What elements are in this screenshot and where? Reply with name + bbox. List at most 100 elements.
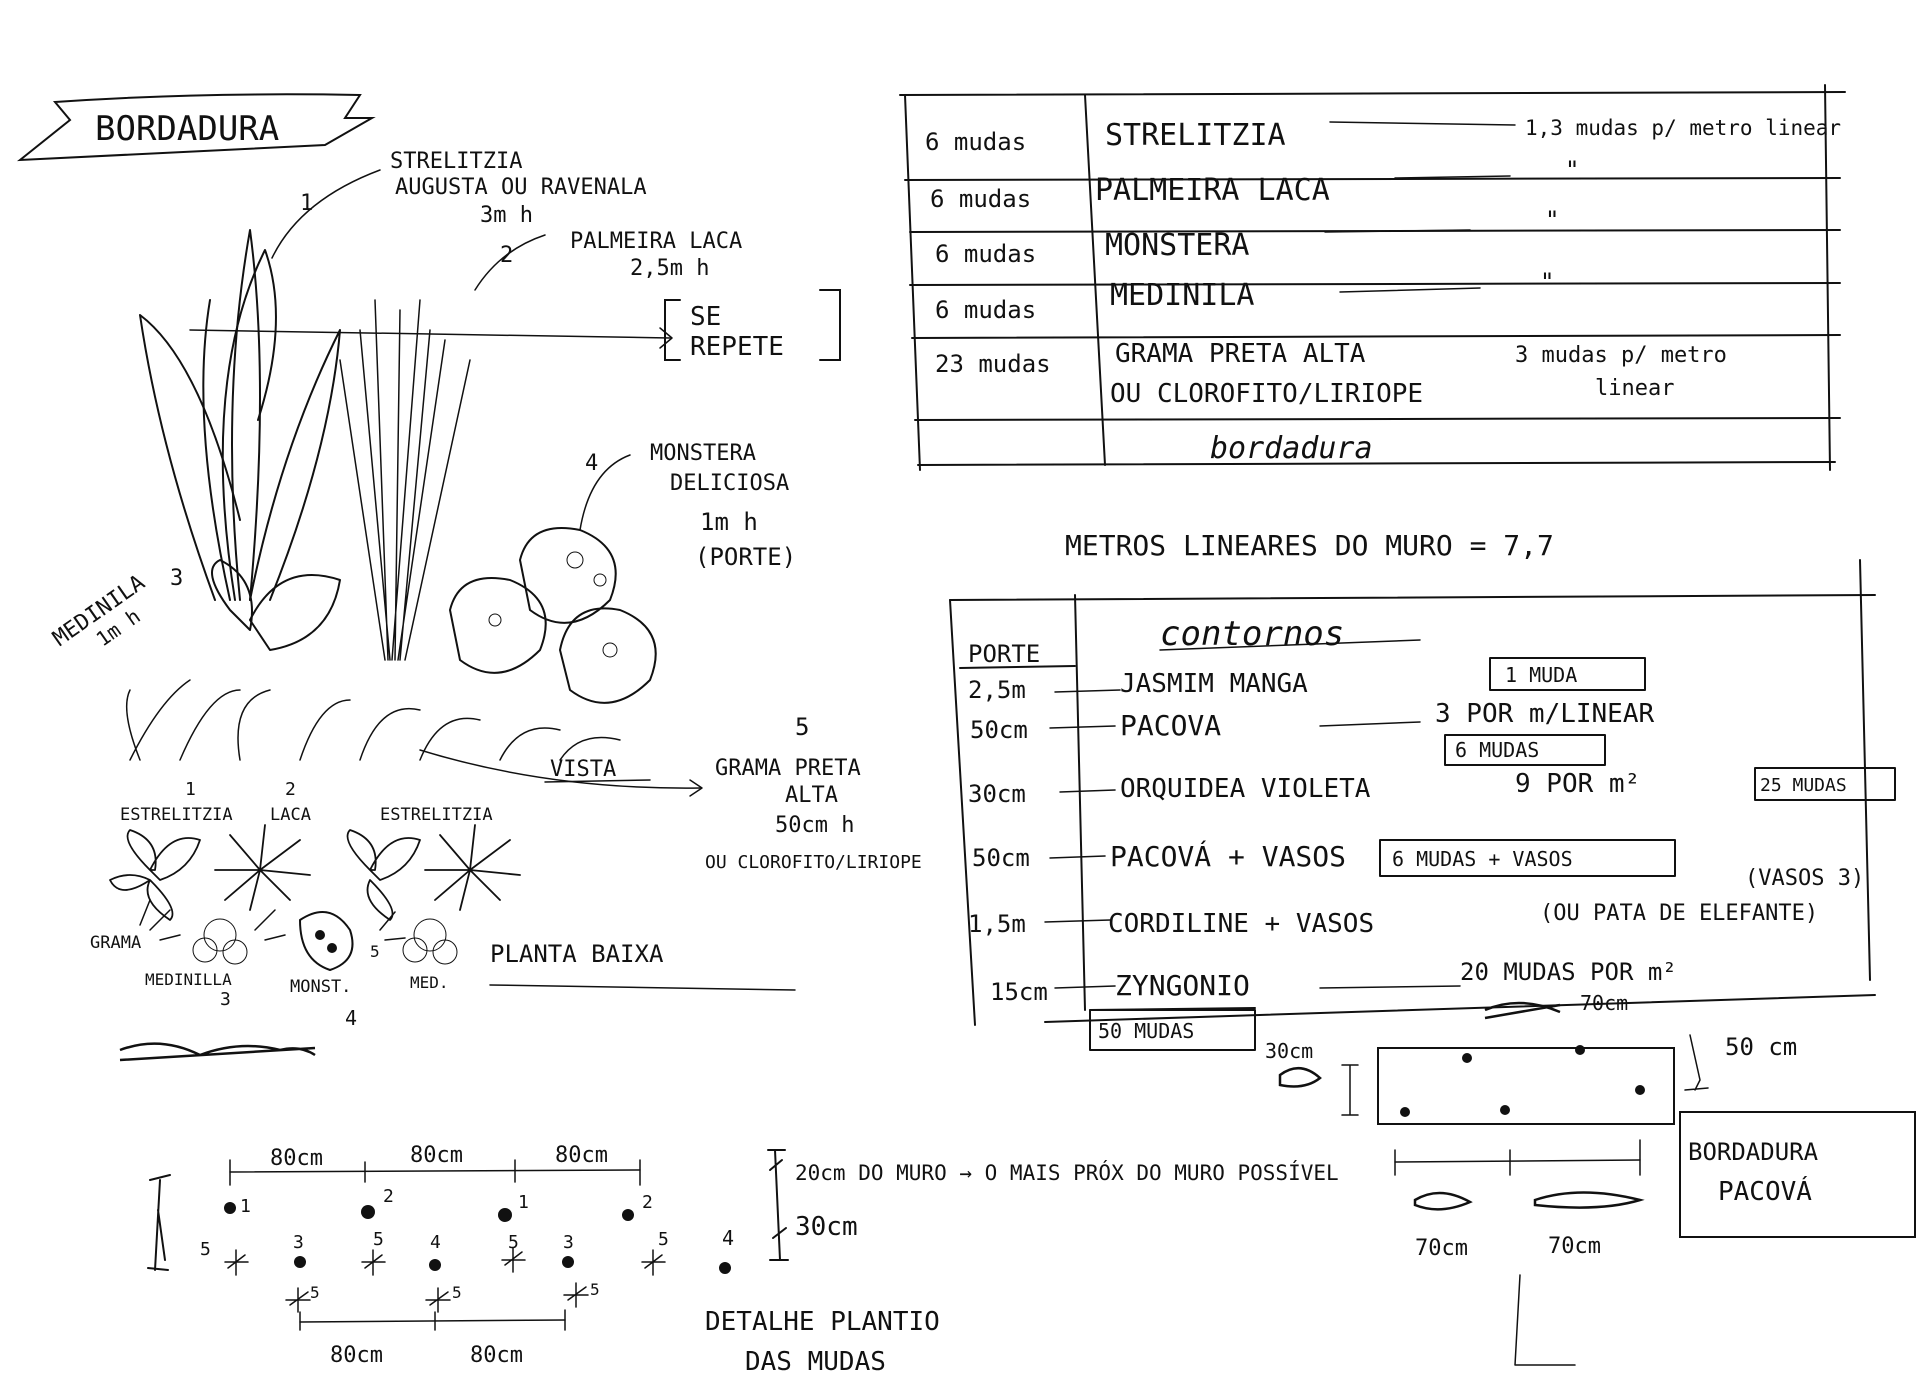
strelitzia-label-line2: AUGUSTA OU RAVENALA [395, 175, 647, 200]
t1-row2-plant: PALMEIRA LACA [1095, 173, 1330, 208]
strelitzia-label-line3: 3m h [480, 203, 533, 228]
t1-row5-rate2: linear [1595, 376, 1674, 401]
t2-row2-plant: PACOVA [1120, 709, 1221, 742]
t2-row5-porte: 1,5m [968, 910, 1026, 938]
monstera-label-line3: 1m h [700, 508, 758, 536]
table-contornos [949, 559, 1876, 1026]
crossed-out-text [119, 1042, 316, 1062]
plan-label-five: 5 [370, 942, 380, 961]
t1-row2-qty: 6 mudas [930, 185, 1031, 213]
se-repete-bracket [664, 289, 841, 361]
t1-row5-rate: 3 mudas p/ metro [1515, 343, 1727, 368]
t1-row4-rate: " [1540, 268, 1554, 296]
plan-label-estrelitzia-1: ESTRELITZIA [120, 805, 233, 825]
plan-label-2-num: 2 [285, 779, 296, 800]
planting-r1-3: 1 [518, 1192, 529, 1213]
plan-label-medinila: MEDINILLA [145, 970, 232, 989]
planting-dim-bottom-2: 80cm [470, 1343, 523, 1368]
strelitzia-label-line1: STRELITZIA [390, 149, 522, 174]
grama-label-line2: ALTA [785, 783, 838, 808]
grama-label-line3: 50cm h [775, 813, 854, 838]
planting-r2-4: 4 [430, 1232, 441, 1253]
t2-row5-note: (OU PATA DE ELEFANTE) [1540, 901, 1818, 926]
t2-row4-porte: 50cm [972, 844, 1030, 872]
t1-row1-rate: 1,3 mudas p/ metro linear [1525, 116, 1841, 140]
t2-row2-porte: 50cm [970, 716, 1028, 744]
t2-row2-note: 3 POR m/LINEAR [1435, 699, 1654, 729]
plan-view-sketch [109, 824, 521, 971]
planting-note-2: 30cm [795, 1212, 858, 1242]
t1-row3-qty: 6 mudas [935, 240, 1036, 268]
t1-footer: bordadura [1210, 431, 1373, 466]
palmeira-number: 2 [500, 243, 513, 268]
planting-title-line2: DAS MUDAS [745, 1347, 886, 1377]
vista-label: VISTA [550, 757, 616, 782]
t1-row5-plant: GRAMA PRETA ALTA [1115, 339, 1366, 369]
planting-detail [147, 1149, 789, 1331]
planting-dim-top-2: 80cm [410, 1143, 463, 1168]
t1-row3-rate: " [1545, 206, 1559, 234]
se-repete-line2: REPETE [690, 332, 784, 362]
t2-row4-box: 6 MUDAS + VASOS [1392, 847, 1573, 871]
t2-row6-plant: ZYNGONIO [1115, 969, 1250, 1002]
palmeira-label-line2: 2,5m h [630, 256, 709, 281]
strelitzia-number: 1 [300, 191, 313, 216]
t2-row2-box: 6 MUDAS [1455, 738, 1539, 762]
planting-r2-2: 3 [293, 1232, 304, 1253]
detail-70cm-left: 70cm [1415, 1236, 1468, 1261]
plan-label-monst-num: 4 [345, 1006, 357, 1030]
detail-70cm-right: 70cm [1548, 1234, 1601, 1259]
plan-label-1-num: 1 [185, 779, 196, 800]
planting-r3-1: 5 [310, 1283, 320, 1302]
planting-r2-3: 5 [373, 1229, 384, 1250]
planting-r2-8: 4 [722, 1226, 734, 1250]
t1-row4-plant: MEDINILA [1110, 278, 1255, 313]
plan-label-estrelitzia-2: ESTRELITZIA [380, 805, 493, 825]
planting-r2-5: 5 [508, 1232, 519, 1253]
meters-linear: METROS LINEARES DO MURO = 7,7 [1065, 529, 1554, 562]
t1-row5-plant2: OU CLOROFITO/LIRIOPE [1110, 379, 1423, 409]
detail-50cm: 50 cm [1725, 1033, 1797, 1061]
planting-r3-3: 5 [590, 1280, 600, 1299]
plan-title: PLANTA BAIXA [490, 940, 664, 968]
medinila-number: 3 [170, 566, 183, 591]
t2-rows [1044, 657, 1896, 1051]
detail-70cm-top: 70cm [1580, 991, 1628, 1015]
t2-row6-porte: 15cm [990, 978, 1048, 1006]
planting-dim-top-1: 80cm [270, 1146, 323, 1171]
t1-row5-qty: 23 mudas [935, 350, 1051, 378]
pacova-detail [1278, 1001, 1916, 1238]
t2-row4-plant: PACOVÁ + VASOS [1110, 839, 1346, 873]
t2-row3-plant: ORQUIDEA VIOLETA [1120, 774, 1371, 804]
t1-row3-plant: MONSTERA [1105, 228, 1250, 263]
detail-30cm: 30cm [1265, 1039, 1313, 1063]
t2-row3-note: 9 POR m² [1515, 769, 1640, 799]
monstera-number: 4 [585, 451, 598, 476]
planting-dim-top-3: 80cm [555, 1143, 608, 1168]
plan-label-monst: MONST. [290, 977, 351, 997]
se-repete-line1: SE [690, 302, 721, 332]
t2-header-title: contornos [1160, 614, 1344, 654]
planting-r1-2: 2 [383, 1186, 394, 1207]
plan-label-grama: GRAMA [90, 933, 141, 953]
t2-row1-porte: 2,5m [968, 676, 1026, 704]
t1-row1-plant: STRELITZIA [1105, 118, 1286, 153]
t1-row4-qty: 6 mudas [935, 296, 1036, 324]
t2-row6-note: 20 MUDAS POR m² [1460, 958, 1677, 986]
monstera-label-line1: MONSTERA [650, 441, 756, 466]
planting-dim-bottom-1: 80cm [330, 1343, 383, 1368]
grama-label-line4: OU CLOROFITO/LIRIOPE [705, 852, 922, 873]
plan-label-medinila-num: 3 [220, 989, 231, 1010]
plan-label-med: MED. [410, 973, 449, 992]
grama-number: 5 [795, 713, 809, 741]
t2-row1-plant: JASMIM MANGA [1120, 669, 1308, 699]
monstera-label-line2: DELICIOSA [670, 471, 789, 496]
detail-label-line2: PACOVÁ [1718, 1175, 1812, 1207]
planting-r2-1: 5 [200, 1239, 211, 1260]
planting-r1-4: 2 [642, 1192, 653, 1213]
title-banner [16, 93, 376, 162]
monstera-label-line4: (PORTE) [695, 543, 796, 571]
planting-title-line1: DETALHE PLANTIO [705, 1307, 940, 1337]
